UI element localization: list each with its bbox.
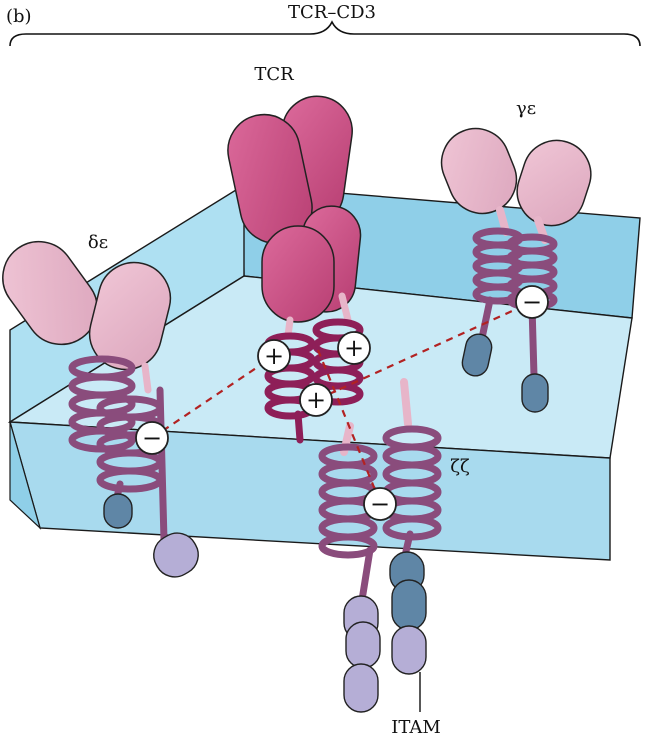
gamma-epsilon-label: γε — [516, 98, 536, 119]
svg-text:+: + — [306, 386, 326, 414]
svg-text:−: − — [370, 490, 390, 518]
negative-charge-gamma-epsilon: − — [516, 286, 548, 318]
delta-epsilon-itam-dark — [104, 494, 132, 528]
zeta-itam-3 — [344, 664, 378, 712]
complex-label: TCR–CD3 — [288, 2, 376, 23]
positive-charge-2: + — [338, 332, 370, 364]
itam-label: ITAM — [391, 717, 441, 738]
zeta-itam-6 — [392, 626, 426, 674]
complex-bracket — [10, 22, 640, 46]
tcr-constant-front — [262, 226, 334, 322]
delta-epsilon-label: δε — [88, 232, 108, 253]
svg-text:−: − — [142, 424, 162, 452]
svg-text:−: − — [522, 288, 542, 316]
zeta-zeta-label: ζζ — [450, 456, 470, 477]
tcr-label: TCR — [254, 64, 294, 85]
positive-charge-1: + — [258, 340, 290, 372]
svg-text:+: + — [264, 342, 284, 370]
panel-letter: (b) — [6, 6, 32, 27]
svg-text:+: + — [344, 334, 364, 362]
zeta-itam-5 — [392, 580, 426, 630]
gamma-epsilon-itam-right — [522, 374, 548, 412]
negative-charge-zeta: − — [364, 488, 396, 520]
zeta-itam-2 — [346, 622, 380, 668]
negative-charge-delta-epsilon: − — [136, 422, 168, 454]
positive-charge-3: + — [300, 384, 332, 416]
